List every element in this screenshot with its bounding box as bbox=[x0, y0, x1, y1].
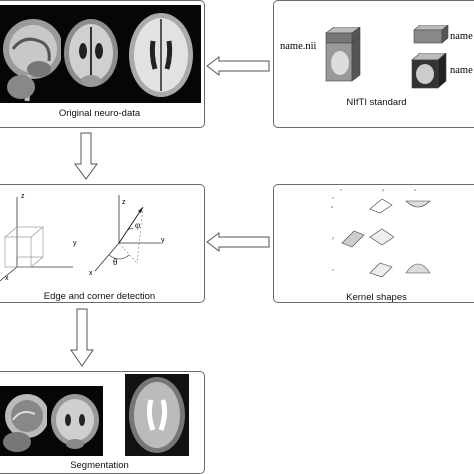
original-neuro-data-box: Original neuro-data bbox=[0, 0, 205, 128]
svg-text:y: y bbox=[332, 235, 334, 240]
svg-text:z: z bbox=[332, 267, 334, 272]
segmented-axial-scan bbox=[125, 374, 189, 456]
sagittal-brain-scan bbox=[0, 5, 61, 103]
segmented-sagittal-scan bbox=[0, 386, 47, 456]
kernel-shapes-caption: Kernel shapes bbox=[346, 292, 407, 303]
arrow-edge-to-segmentation bbox=[70, 308, 94, 367]
cube-axis-y-label: y bbox=[73, 240, 77, 247]
edge-corner-detection-caption: Edge and corner detection bbox=[43, 291, 156, 302]
svg-text:x: x bbox=[332, 195, 334, 200]
cube-axis-x-label: x bbox=[5, 275, 9, 282]
edge-corner-detection-box: z y x z y x φ θ Edge and corner detectio… bbox=[0, 184, 205, 303]
kernel-shapes-box: x y z x y z Kernel shapes bbox=[273, 184, 474, 303]
nifti-standard-caption: NIfTI standard bbox=[346, 97, 407, 108]
angle-axes-diagram bbox=[94, 195, 161, 272]
nifti-image-icon bbox=[411, 53, 447, 89]
angle-axis-y-label: y bbox=[161, 237, 165, 244]
arrow-original-to-edge bbox=[74, 132, 98, 180]
nifti-file-label-2: name bbox=[450, 65, 473, 76]
original-neuro-data-caption: Original neuro-data bbox=[58, 108, 141, 119]
cube-axes-diagram bbox=[0, 197, 73, 282]
phi-label: φ bbox=[135, 220, 141, 230]
svg-text:z: z bbox=[414, 187, 416, 192]
segmented-coronal-scan bbox=[47, 386, 103, 456]
arrow-kernel-to-edge bbox=[206, 232, 270, 252]
cube-axis-z-label: z bbox=[21, 193, 25, 200]
coronal-brain-scan bbox=[61, 5, 121, 103]
segmentation-caption: Segmentation bbox=[70, 460, 129, 471]
angle-axis-z-label: z bbox=[122, 199, 126, 206]
theta-label: θ bbox=[113, 257, 118, 267]
axial-brain-scan bbox=[121, 5, 201, 103]
kernel-shapes-grid: x y z x y z bbox=[331, 187, 431, 278]
nifti-standard-box: name.nii name name NIfTI standard bbox=[273, 0, 474, 128]
angle-axis-x-label: x bbox=[89, 270, 93, 277]
nifti-file-label-1: name bbox=[450, 31, 473, 42]
nifti-file-label-main: name.nii bbox=[280, 41, 317, 52]
segmentation-box: Segmentation bbox=[0, 371, 205, 474]
svg-text:y: y bbox=[382, 187, 384, 192]
arrow-nifti-to-original bbox=[206, 56, 270, 76]
nifti-header-icon bbox=[413, 25, 449, 44]
svg-text:x: x bbox=[340, 187, 342, 192]
nifti-volume-icon bbox=[325, 27, 361, 82]
